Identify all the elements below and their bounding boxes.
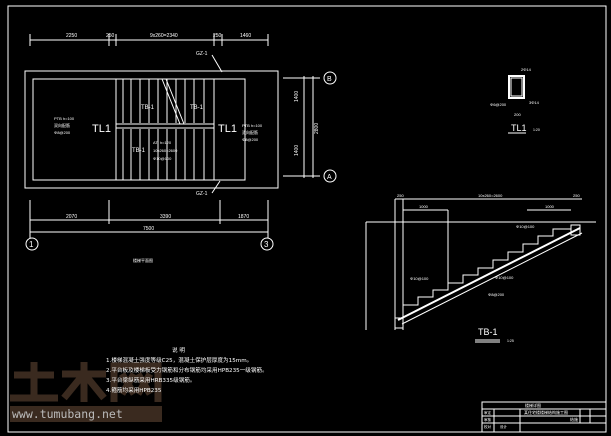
dim-text: 1000	[419, 204, 429, 209]
stair-note: ATl h=120	[153, 140, 172, 145]
drawing-border	[7, 5, 607, 433]
slab-note: PTB h=100	[54, 116, 75, 121]
stair-note: Φ10@100	[153, 156, 172, 161]
axis-bubble	[260, 237, 274, 251]
dim-text: 9x260=2340	[150, 33, 178, 39]
axis-bubble	[323, 71, 337, 85]
note-item: 4.箍筋均采用HPB235	[106, 388, 162, 394]
title-block-row: 设计	[500, 424, 508, 429]
dim-text: 1870	[238, 214, 249, 220]
slab-label: TB-1	[132, 148, 146, 154]
axis-bubble	[323, 169, 337, 183]
dim-text: 200	[514, 112, 521, 117]
axis-label: A	[327, 174, 332, 181]
dim-text: 10x260=2600	[478, 193, 503, 198]
dim-text: 2070	[66, 214, 77, 220]
stair-treads	[116, 78, 214, 180]
note-item: 1.楼梯混凝土强度等级C25，混凝土保护层厚度为15mm。	[106, 358, 253, 364]
rebar-label: Φ8@200	[488, 292, 505, 297]
rebar-label: Φ10@100	[495, 275, 514, 280]
plan-caption: 楼梯平面图	[133, 257, 153, 263]
detail-scale: 1:25	[507, 339, 514, 343]
slab-label: TB-1	[190, 105, 204, 111]
slab-note: Φ8@200	[54, 130, 71, 135]
stair-section-tb1: 10x260=2600 250 250 1000 1000 Φ10@100 Φ1…	[365, 193, 596, 343]
axis-label: 1	[29, 240, 34, 249]
section-mark: GZ-1	[196, 51, 208, 57]
dim-text: 7500	[143, 226, 154, 232]
notes-heading: 说 明	[172, 348, 185, 354]
dim-text: 1400	[294, 91, 300, 102]
dim-text: 250	[213, 33, 222, 39]
slab-note: 双向配筋	[54, 122, 70, 128]
title-block-project: 某住宅楼楼梯结构施工图	[524, 409, 568, 415]
axis-label: 3	[264, 240, 269, 249]
detail-title: TB-1	[478, 327, 498, 337]
axis-bubble	[25, 237, 39, 251]
title-block-row: 校对	[484, 424, 492, 429]
title-block: 楼梯详图 某住宅楼楼梯结构施工图 结施 审定 审核 校对 设计	[481, 401, 607, 433]
stair-plan: 2250 250 9x260=2340 250 1460 TL1 TL1 TB-…	[24, 33, 337, 263]
beam-label: TL1	[218, 123, 237, 135]
dim-text: 250	[397, 193, 404, 198]
detail-scale: 1:20	[533, 128, 540, 132]
dim-text: 1000	[545, 204, 555, 209]
note-item: 2.平台板及楼梯板受力钢筋和分布钢筋均采用HPB235一级钢筋。	[106, 368, 268, 374]
rebar-label: Φ6@200	[490, 102, 507, 107]
title-block-title: 楼梯详图	[525, 402, 541, 408]
rebar-label: 3Φ14	[529, 100, 540, 105]
dim-text: 2250	[66, 33, 77, 39]
stair-note: 10x260=2600	[153, 148, 178, 153]
title-block-sheet: 结施	[570, 416, 578, 422]
detail-title: TL1	[511, 123, 527, 133]
slab-label: TB-1	[141, 105, 155, 111]
rebar-label: 2Φ14	[521, 67, 532, 72]
slab-note: Φ8@200	[242, 137, 259, 142]
general-notes: 说 明 1.楼梯混凝土强度等级C25，混凝土保护层厚度为15mm。 2.平台板及…	[106, 346, 268, 396]
slab-note: 双向配筋	[242, 129, 258, 135]
dim-text: 1400	[294, 145, 300, 156]
dim-text: 1460	[240, 33, 251, 39]
title-block-row: 审核	[484, 417, 492, 422]
rebar-label: Φ10@100	[516, 224, 535, 229]
rebar-label: Φ10@100	[410, 276, 429, 281]
dim-text: 2800	[314, 123, 320, 134]
dim-text: 3390	[160, 214, 171, 220]
dim-text: 250	[106, 33, 115, 39]
title-block-row: 审定	[484, 410, 492, 415]
beam-label: TL1	[92, 123, 111, 135]
watermark-url: www.tumubang.net	[10, 406, 162, 422]
section-mark: GZ-1	[196, 191, 208, 197]
beam-section-tl1: 2Φ14 3Φ14 Φ6@200 200 TL1 1:20	[490, 67, 540, 134]
axis-label: B	[327, 76, 332, 83]
note-item: 3.平台梁纵筋采用HRB335级钢筋。	[106, 378, 196, 384]
slab-note: PTB h=100	[242, 123, 263, 128]
dim-text: 250	[573, 193, 580, 198]
